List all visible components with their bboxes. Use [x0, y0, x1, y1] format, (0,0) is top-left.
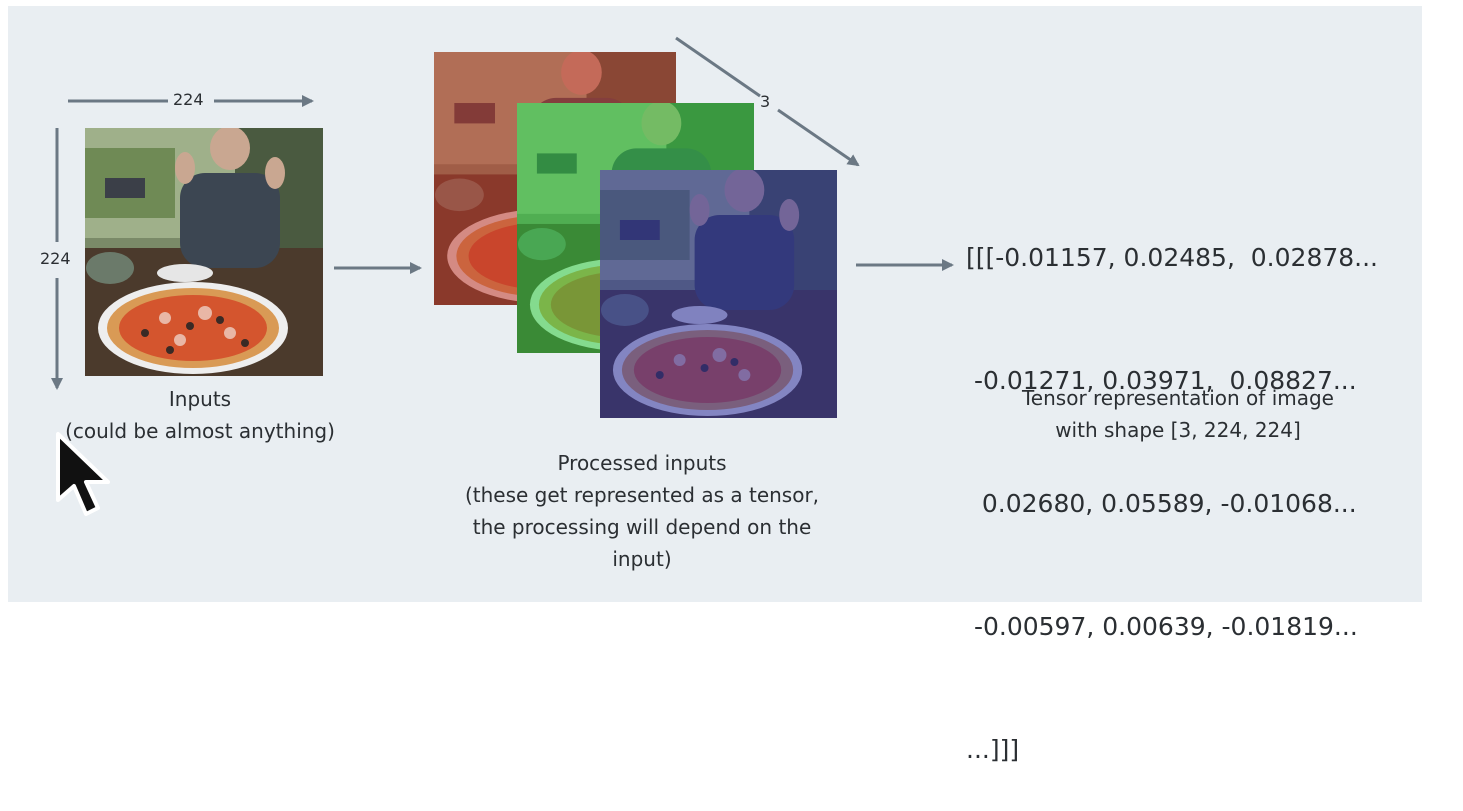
tensor-line: [[[-0.01157, 0.02485, 0.02878... [966, 243, 1378, 272]
tensor-line: -0.00597, 0.00639, -0.01819... [966, 612, 1358, 641]
inputs-caption: Inputs (could be almost anything) [65, 387, 335, 443]
input-image [85, 128, 323, 376]
processed-inputs-caption: Processed inputs (these get represented … [464, 451, 820, 571]
tensor-values: [[[-0.01157, 0.02485, 0.02878... -0.0127… [966, 155, 1378, 811]
diagram-arrows [51, 36, 954, 390]
blue-channel-image [600, 170, 837, 418]
channels-arrow-head-segment [777, 108, 860, 167]
tensor-line: ...]]] [966, 735, 1020, 764]
blue-channel-tint [600, 170, 837, 418]
input-height-label: 224 [40, 249, 71, 268]
input-width-label: 224 [173, 90, 204, 109]
tensor-caption: Tensor representation of image with shap… [1021, 386, 1334, 442]
tensor-line: 0.02680, 0.05589, -0.01068... [966, 489, 1357, 518]
mouse-pointer-icon [56, 432, 110, 516]
pizza-photo-image [85, 128, 323, 376]
channels-arrow [675, 36, 761, 98]
channels-label: 3 [760, 92, 771, 111]
tensor-line: -0.01271, 0.03971, 0.08827... [966, 366, 1357, 395]
